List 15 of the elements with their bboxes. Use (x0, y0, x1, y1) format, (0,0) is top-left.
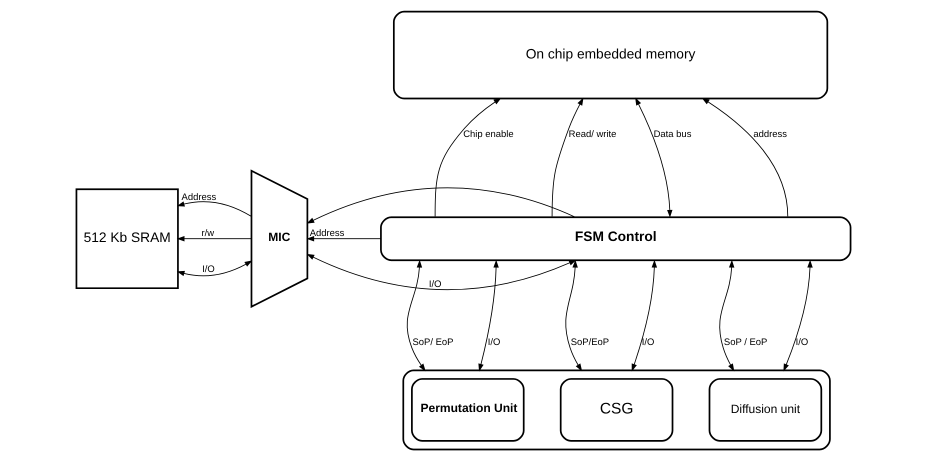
edge-label: Chip enable (463, 129, 514, 140)
edge-label: Data bus (654, 129, 692, 140)
edge-label: r/w (201, 228, 214, 239)
edge-label: Address (182, 192, 216, 203)
edge-label: SoP / EoP (724, 337, 768, 348)
edge-label: Address (310, 228, 344, 239)
edge-label: I/O (428, 278, 442, 290)
edge-label: I/O (642, 337, 654, 348)
edge-label: Read/ write (568, 129, 616, 140)
edge-label: I/O (488, 337, 500, 348)
edge-label: I/O (202, 264, 215, 276)
edge-label: I/O (796, 337, 808, 348)
edge-label: address (753, 129, 787, 140)
edge-label: SoP/EoP (570, 337, 610, 348)
edge-label: SoP/ EoP (412, 337, 454, 348)
